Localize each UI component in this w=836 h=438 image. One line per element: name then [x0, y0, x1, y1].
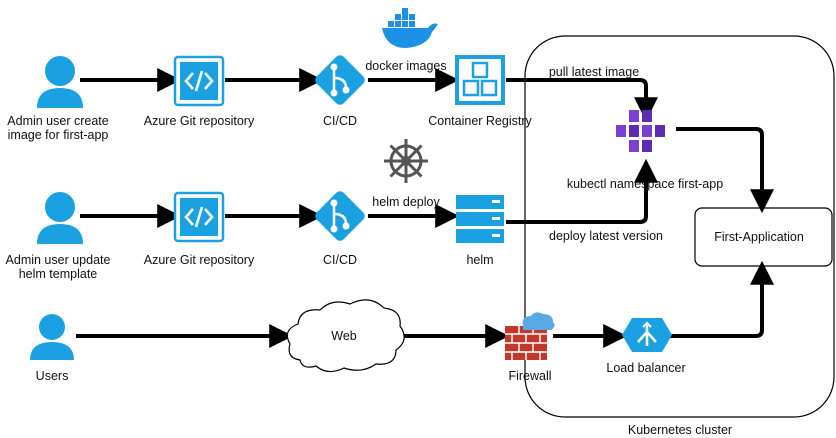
- docker-whale-icon: [382, 8, 438, 48]
- helm-label: helm: [466, 253, 493, 267]
- pull-latest-image-label: pull latest image: [549, 65, 639, 79]
- first-application-label: First-Application: [714, 230, 804, 244]
- arrow-helm-to-k8s: [506, 158, 658, 224]
- cicd-label-1: CI/CD: [323, 114, 357, 128]
- code-file-icon: [173, 191, 225, 243]
- admin-update-label: Admin user update: [6, 253, 111, 267]
- arrow-lb-to-first-app: [670, 260, 774, 338]
- container-registry-icon: [455, 55, 505, 105]
- git-repo-label-1: Azure Git repository: [144, 114, 255, 128]
- code-file-icon: [173, 55, 225, 107]
- load-balancer-label: Load balancer: [606, 361, 685, 375]
- load-balancer-icon: [622, 318, 672, 352]
- users-label: Users: [36, 369, 69, 383]
- user-icon: [37, 56, 83, 108]
- helm-wheel-icon: [384, 139, 428, 183]
- kubernetes-cluster-boundary: [524, 35, 835, 418]
- git-branch-icon: [315, 191, 365, 241]
- cloud-icon: [286, 299, 405, 373]
- admin-update-label-2: helm template: [19, 267, 98, 281]
- server-stack-icon: [456, 195, 504, 243]
- user-icon: [30, 314, 74, 360]
- kubernetes-cluster-label: Kubernetes cluster: [628, 423, 732, 437]
- git-repo-label-2: Azure Git repository: [144, 253, 255, 267]
- git-branch-icon: [315, 55, 365, 105]
- firewall-label: Firewall: [508, 369, 551, 383]
- firewall-icon: [505, 312, 555, 360]
- helm-deploy-label: helm deploy: [372, 195, 440, 209]
- kubernetes-pods-icon: [616, 110, 665, 152]
- arrow-registry-to-k8s: [506, 78, 658, 122]
- admin-create-label-2: image for first-app: [8, 128, 109, 142]
- kubectl-namespace-label: kubectl namespace first-app: [567, 177, 723, 191]
- arrow-k8s-to-first-app: [676, 127, 774, 214]
- docker-images-label: docker images: [365, 59, 446, 73]
- web-label: Web: [331, 329, 357, 343]
- admin-create-label: Admin user create: [7, 114, 108, 128]
- container-registry-label: Container Registry: [428, 114, 532, 128]
- user-icon: [37, 192, 83, 244]
- cicd-label-2: CI/CD: [323, 253, 357, 267]
- deploy-latest-version-label: deploy latest version: [549, 229, 663, 243]
